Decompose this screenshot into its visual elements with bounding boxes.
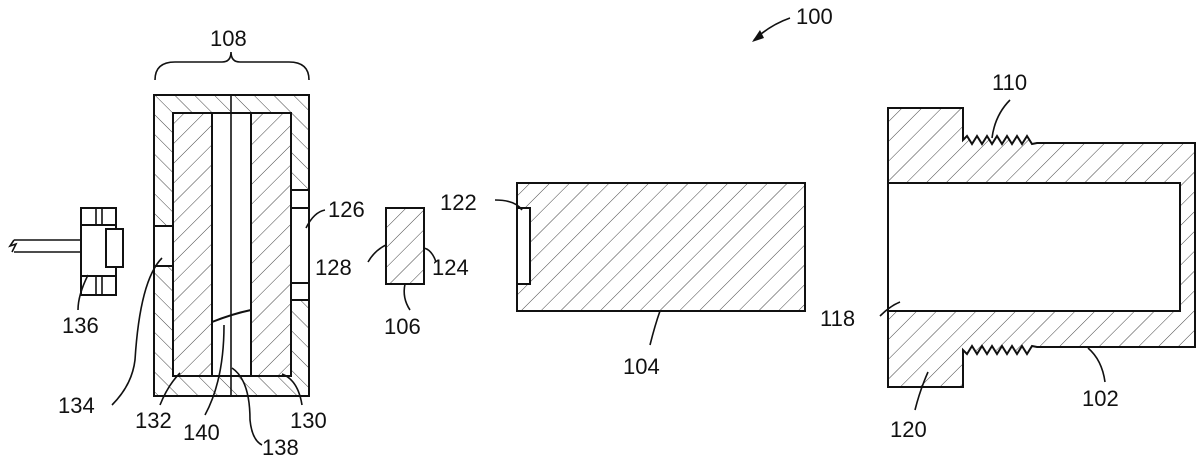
- reference-numeral-128: 128: [315, 255, 352, 280]
- reference-numeral-110: 110: [992, 70, 1027, 95]
- reference-numeral-140: 140: [183, 420, 220, 445]
- reference-numeral-138: 138: [262, 435, 299, 460]
- reference-numeral-118: 118: [820, 306, 855, 331]
- reference-numeral-122: 122: [440, 190, 477, 215]
- connector-136: 136: [8, 207, 124, 338]
- reference-numeral-126: 126: [328, 197, 365, 222]
- reference-numeral-134: 134: [58, 393, 95, 418]
- reference-numeral-130: 130: [290, 408, 327, 433]
- reference-numeral-108: 108: [210, 26, 247, 51]
- assembly-reference: 100: [752, 4, 833, 42]
- housing-108: 108 126 134 132 140 138 130: [58, 26, 365, 460]
- reference-numeral-132: 132: [135, 408, 172, 433]
- reference-numeral-104: 104: [623, 354, 660, 379]
- label-100: 100: [796, 4, 833, 29]
- element-104: 122 104: [440, 182, 806, 379]
- reference-numeral-120: 120: [890, 417, 927, 442]
- reference-numeral-106: 106: [384, 314, 421, 339]
- reference-numeral-124: 124: [432, 255, 469, 280]
- element-106: 128 124 106: [315, 207, 469, 339]
- reference-numeral-136: 136: [62, 313, 99, 338]
- reference-numeral-102: 102: [1082, 386, 1119, 411]
- body-102: 110 118 120 102: [820, 70, 1196, 442]
